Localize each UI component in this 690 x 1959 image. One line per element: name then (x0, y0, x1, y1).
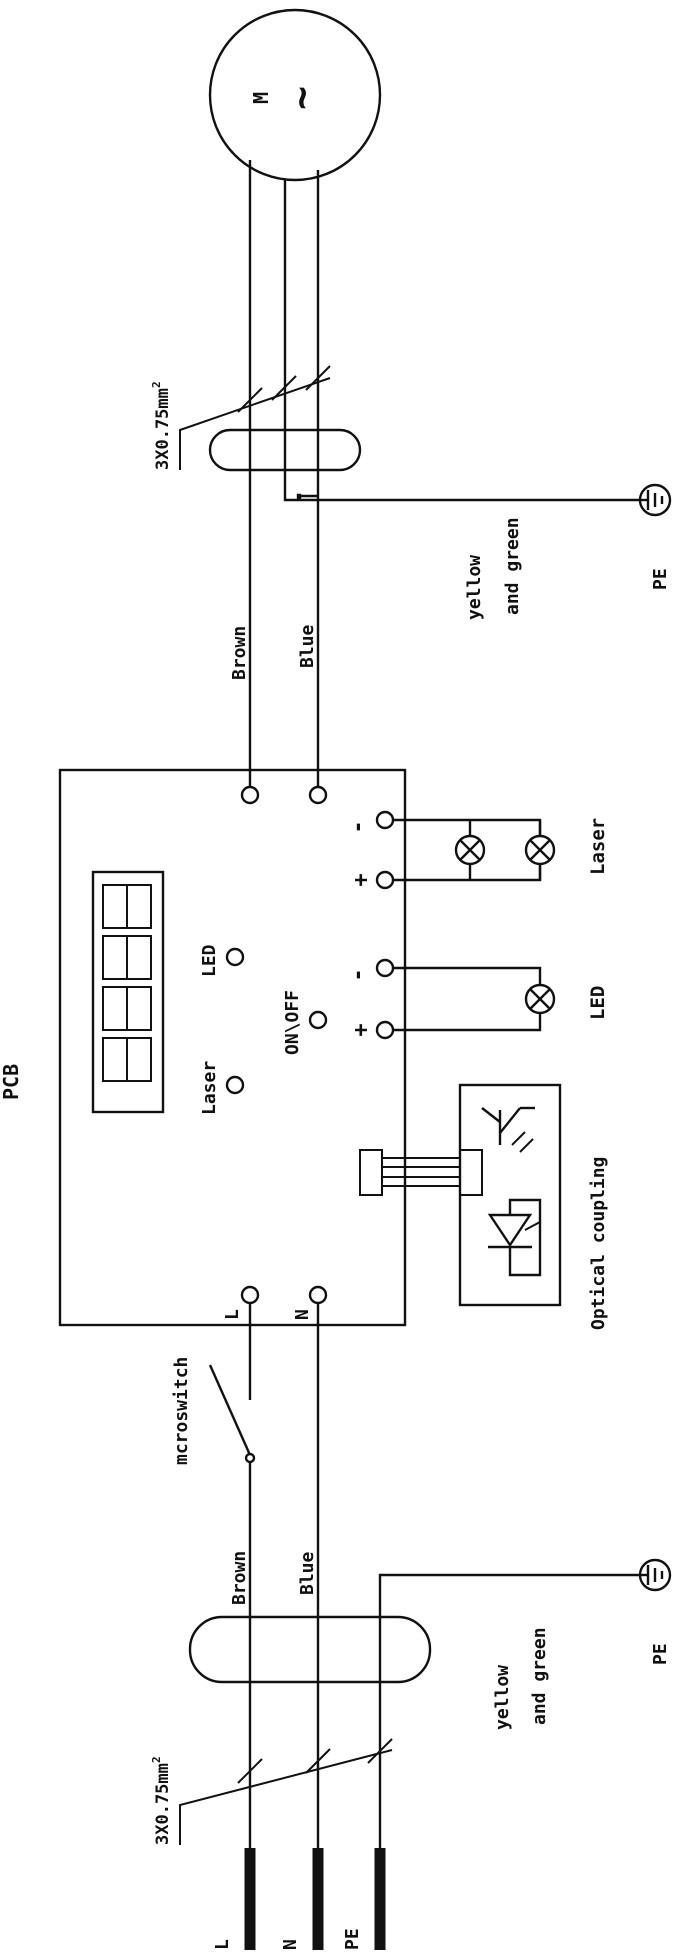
wire-pe (378, 1573, 640, 1895)
motor-wire-ground-label: yellow (464, 555, 485, 620)
led-terminal-plus (375, 1020, 395, 1040)
microswitch-lever[interactable] (208, 1364, 252, 1456)
pcb-outline (58, 768, 407, 1327)
laser-lamp-2-icon (524, 834, 556, 866)
pcb-terminal-motor-brown (240, 785, 260, 805)
supply-ground-label: PE (650, 1643, 671, 1665)
motor: M ~ (208, 8, 382, 182)
pcb-terminal-n (308, 1285, 328, 1305)
motor-cable-size-exp: 2 (150, 381, 163, 388)
input-l-label: L (212, 1939, 233, 1950)
supply-cable-size: 3X0.75mm 2 (150, 1756, 173, 1845)
on-off-button[interactable] (308, 1010, 328, 1030)
motor-wire-ground-label-2: and green (502, 517, 523, 615)
supply-cable-gland (188, 1615, 432, 1684)
pcb-display (91, 870, 165, 1114)
pcb-terminal-l-label: L (222, 1309, 243, 1320)
plug-ends (244, 1848, 386, 1950)
laser-indicator (225, 1075, 245, 1095)
optical-coupling-label: Optical coupling (588, 1157, 609, 1330)
supply-wire-brown-label: Brown (229, 1551, 250, 1605)
supply-cable-size-text: 3X0.75mm (153, 1763, 173, 1845)
laser-indicator-label: Laser (199, 1061, 220, 1115)
pcb-label: PCB (0, 1064, 23, 1100)
supply-line-l (208, 1303, 256, 1895)
led-wiring (393, 966, 542, 1032)
led-lamp-icon (524, 983, 556, 1015)
supply-ground-icon (638, 1558, 672, 1592)
laser-label: Laser (587, 818, 609, 875)
motor-wire-brown-label: Brown (229, 626, 250, 680)
led-indicator (225, 947, 245, 967)
led-lamp (393, 966, 556, 1032)
led-minus-label: - (346, 968, 371, 981)
pcb-terminal-n-label: N (292, 1309, 313, 1320)
led-label: LED (587, 986, 609, 1020)
optical-coupler-connector (459, 1149, 483, 1196)
motor-cable-size-text: 3X0.75mm (153, 388, 173, 470)
pcb-terminal-l (240, 1285, 260, 1305)
motor-wire-blue-label: Blue (297, 624, 318, 668)
optical-coupler (382, 1083, 562, 1307)
pcb-optical-connector (359, 1149, 383, 1196)
microswitch-label: mcroswitch (171, 1357, 192, 1465)
motor-ground-icon (638, 483, 672, 517)
microswitch-pivot (244, 1452, 256, 1464)
motor-cable-leader (179, 377, 331, 470)
led-indicator-label: LED (199, 944, 220, 977)
laser-minus-label: - (346, 820, 371, 833)
laser-lamps (393, 818, 556, 882)
motor-cable-gland (208, 428, 362, 472)
supply-wire-blue-label: Blue (297, 1551, 318, 1595)
display-digits (102, 884, 152, 1082)
supply-wire-ground-label: yellow (492, 1665, 513, 1730)
led-plus-label: + (349, 1023, 374, 1036)
input-n-label: N (280, 1939, 301, 1950)
laser-terminal-minus (375, 810, 395, 830)
supply-cable-size-exp: 2 (150, 1756, 163, 1763)
motor-circle (208, 8, 382, 182)
motor-ground-label: PE (650, 568, 671, 590)
supply-cable-marks (179, 1738, 393, 1845)
phototransistor-icon (481, 1106, 535, 1153)
on-off-label: ON\OFF (282, 990, 303, 1055)
laser-terminal-plus (375, 870, 395, 890)
supply-wire-ground-label-2: and green (529, 1627, 550, 1725)
motor-symbol: M (249, 92, 273, 104)
motor-wires (248, 160, 640, 795)
supply-cable-leader (179, 1749, 393, 1845)
motor-cable-marks (179, 365, 331, 470)
laser-lamp-1-icon (454, 834, 486, 866)
laser-plus-label: + (349, 873, 374, 886)
wire-ground-motor-branch (283, 493, 640, 502)
optical-diode-icon (487, 1198, 542, 1277)
led-terminal-minus (375, 958, 395, 978)
motor-wave-icon: ~ (279, 86, 325, 110)
motor-cable-size: 3X0.75mm 2 (150, 381, 173, 470)
pcb-terminal-motor-blue (308, 785, 328, 805)
pcb-board: LED Laser ON\OFF L N - + - + (58, 768, 407, 1327)
input-pe-label: PE (342, 1928, 363, 1950)
